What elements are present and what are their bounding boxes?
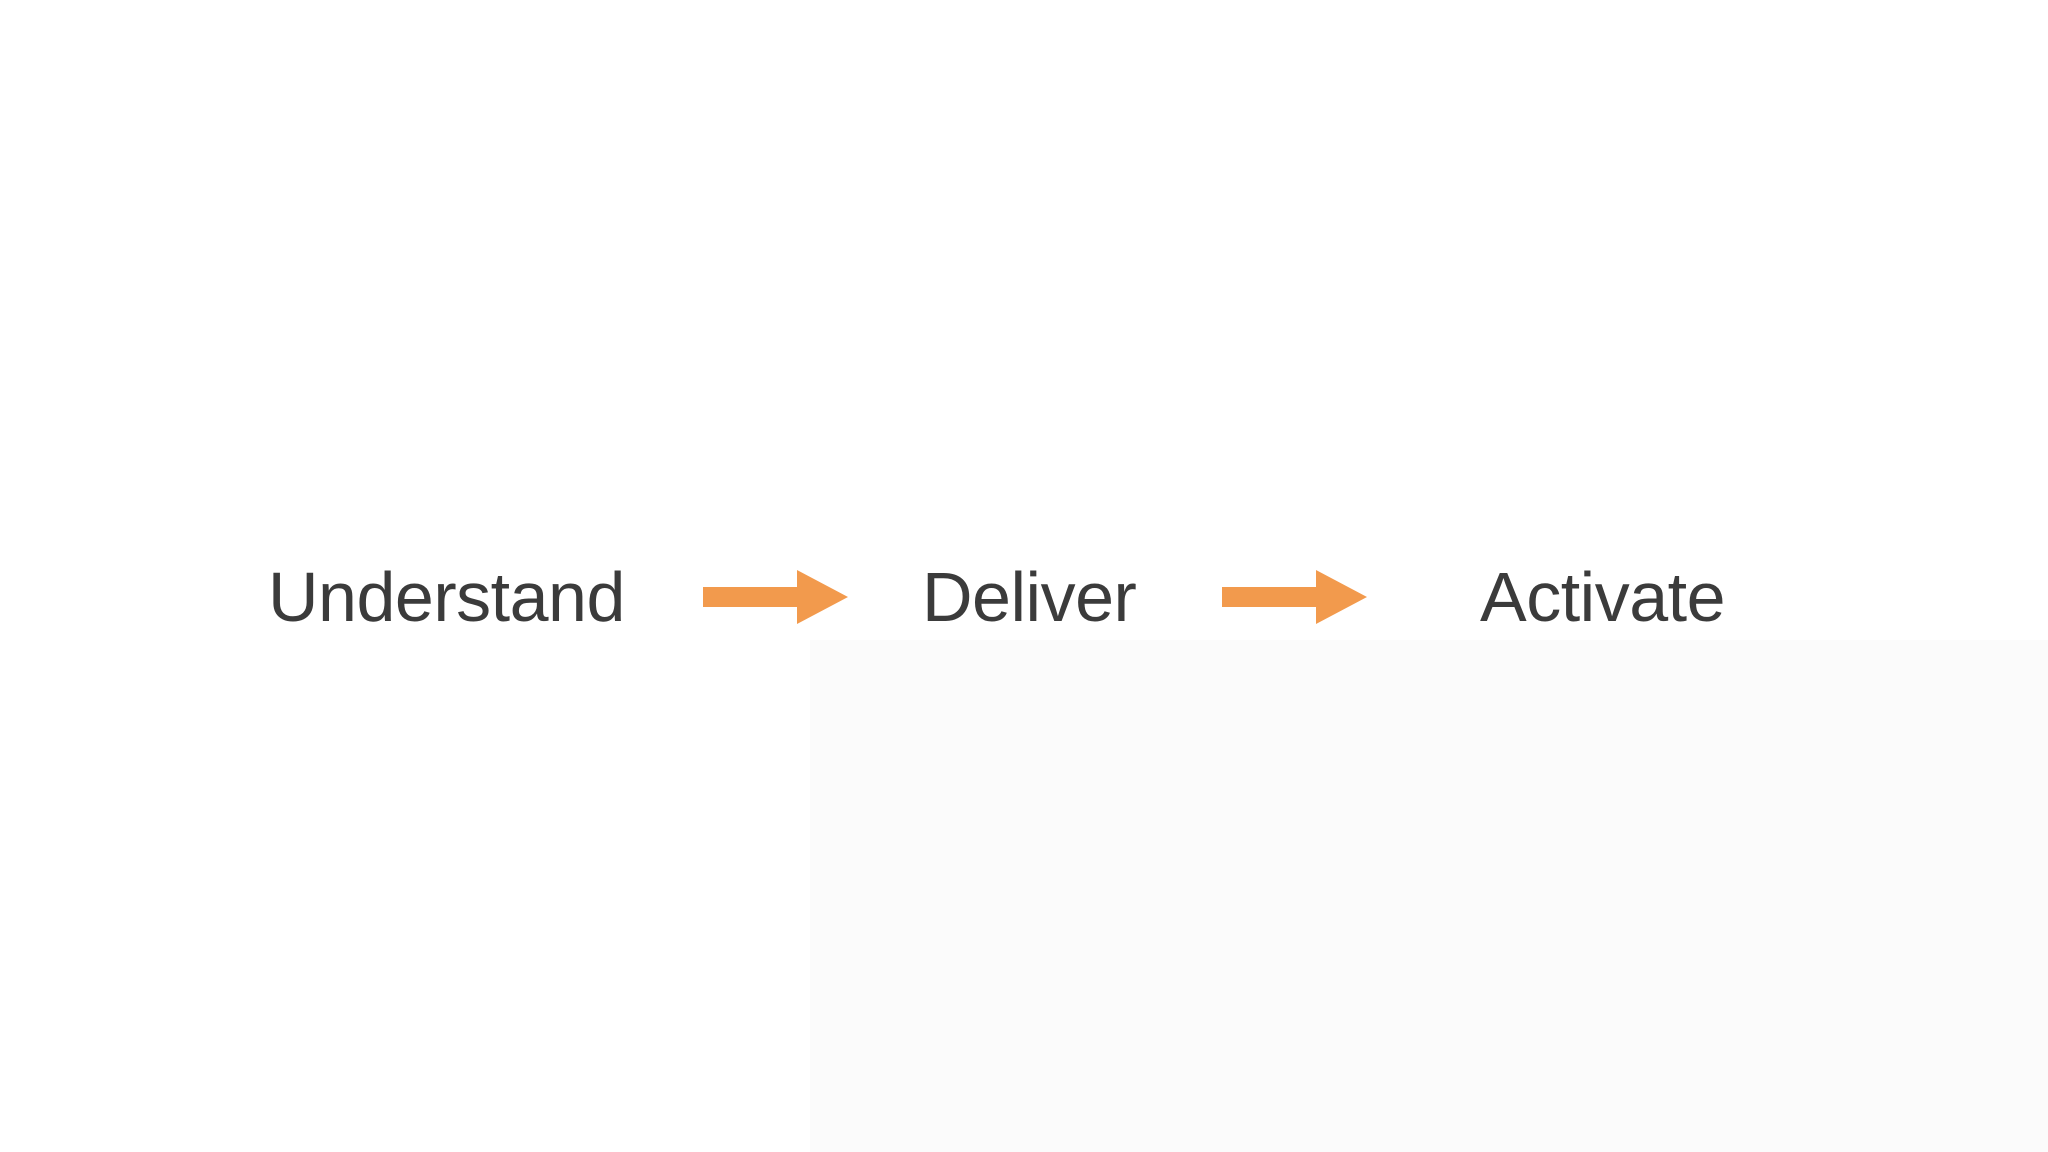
background-panel bbox=[810, 640, 2048, 1152]
right-arrow-icon bbox=[703, 570, 848, 624]
process-flow-diagram: Understand Deliver Activate bbox=[0, 545, 2048, 649]
right-arrow-icon bbox=[1222, 570, 1367, 624]
flow-step-activate: Activate bbox=[1480, 558, 1726, 636]
flow-step-understand: Understand bbox=[268, 558, 625, 636]
flow-connector-arrow-2 bbox=[1219, 555, 1369, 639]
flow-connector-arrow-1 bbox=[700, 555, 850, 639]
flow-step-deliver: Deliver bbox=[922, 558, 1137, 636]
